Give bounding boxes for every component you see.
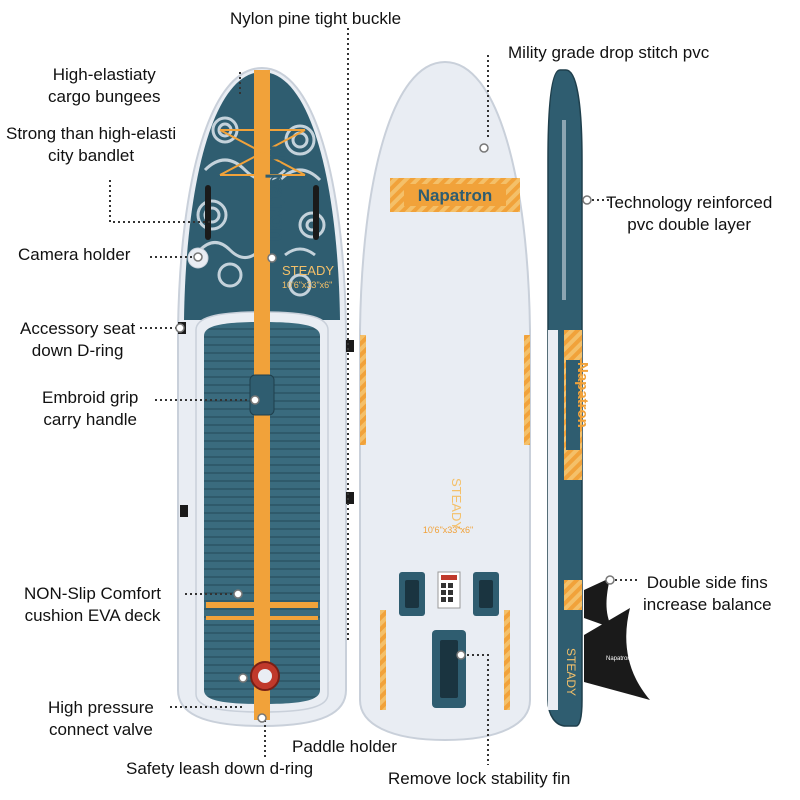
label-nylon-buckle: Nylon pine tight buckle [230, 9, 402, 28]
board-top-brand: Napatron [265, 145, 290, 242]
board-bottom-brand: Napatron [418, 186, 493, 205]
label-paddle-holder: Paddle holder [292, 737, 397, 756]
board-bottom-view: Napatron STEADY 10'6"x33"x6" [359, 60, 531, 742]
board-top-size: 10'6"x33"x6" [282, 280, 332, 290]
board-side-view: Napatron STEADY Napatron [547, 69, 650, 727]
label-camera-holder: Camera holder [18, 245, 131, 264]
side-fin-brand: Napatron [606, 656, 631, 662]
board-top-view: Napatron STEADY 10'6"x33"x6" [177, 66, 354, 728]
label-drop-stitch: Mility grade drop stitch pvc [508, 43, 710, 62]
board-bottom-model: STEADY [449, 478, 464, 530]
board-side-brand: Napatron [574, 362, 591, 428]
board-top-model: STEADY [282, 263, 334, 278]
label-leash-dring: Safety leash down d-ring [126, 759, 314, 778]
leader-lines [109, 28, 640, 765]
label-stability-fin: Remove lock stability fin [388, 769, 571, 788]
leader-dots [175, 143, 615, 723]
board-bottom-size: 10'6"x33"x6" [423, 525, 473, 535]
board-side-model: STEADY [564, 648, 578, 696]
